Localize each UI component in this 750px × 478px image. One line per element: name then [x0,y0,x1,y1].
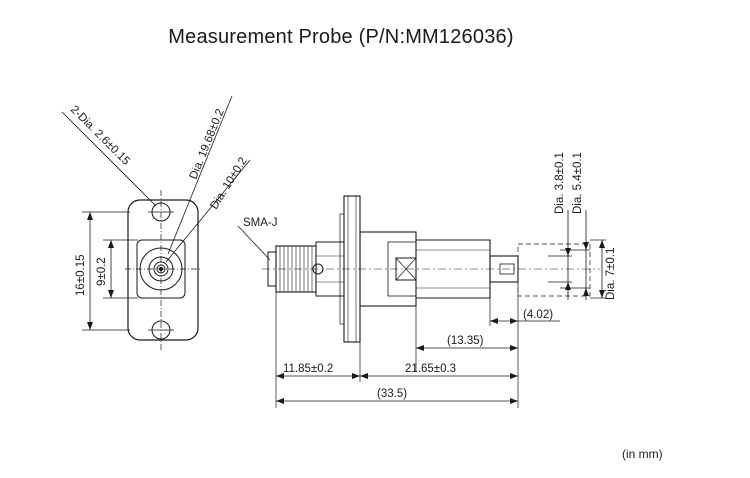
unit-note: (in mm) [622,447,663,461]
label-len-402: (4.02) [523,309,553,321]
label-height-9: 9±0.2 [96,257,108,286]
label-height-16: 16±0.15 [75,255,87,297]
side-view [237,195,606,408]
label-len-1335: (13.35) [447,335,484,347]
label-dia-38: Dia. 3.8±0.1 [554,152,566,214]
label-len-2165: 21.65±0.3 [405,363,456,375]
label-inner-dia: Dia. 10±0.2 [208,155,249,211]
label-holes: 2-Dia. 2.6±0.15 [68,104,132,168]
label-len-1185: 11.85±0.2 [283,363,333,375]
front-view [61,95,251,350]
label-len-335: (33.5) [377,388,407,400]
flange-outline [127,199,199,341]
label-dia-7: Dia. 7±0.1 [605,248,617,300]
label-dia-54: Dia. 5.4±0.1 [572,152,584,214]
label-connector: SMA-J [243,217,278,229]
diagram-title: Measurement Probe (P/N:MM126036) [168,26,514,48]
label-outer-dia: Dia. 19.68±0.2 [188,107,227,181]
